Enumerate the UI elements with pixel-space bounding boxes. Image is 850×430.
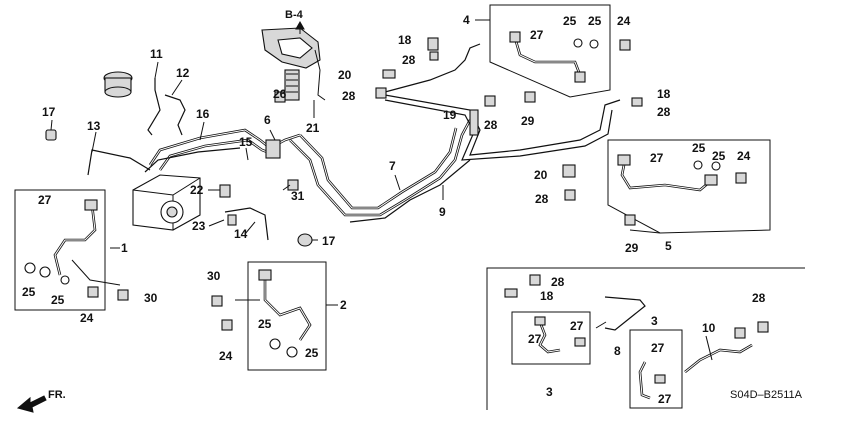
callout-3-upper: 3 <box>651 314 658 328</box>
callout-28-a: 28 <box>402 53 416 67</box>
bracket-b4 <box>261 27 326 101</box>
rear-hose-3b <box>638 361 666 400</box>
assembly-5-box <box>607 139 771 234</box>
callout-21: 21 <box>306 121 320 135</box>
callout-5: 5 <box>665 239 672 253</box>
rear-pipe-8 <box>604 296 646 331</box>
reservoir-cap <box>103 71 133 98</box>
callout-6: 6 <box>264 113 271 127</box>
callout-20-mid: 20 <box>534 168 548 182</box>
assembly-3a-box <box>511 311 591 365</box>
brake-hose-1 <box>24 199 121 286</box>
callout-27-a: 27 <box>530 28 544 42</box>
callout-3-lower: 3 <box>546 385 553 399</box>
callout-10: 10 <box>702 321 716 335</box>
assembly-2-box <box>247 261 327 371</box>
assembly-4-box <box>489 4 611 98</box>
callout-27-c: 27 <box>38 193 52 207</box>
bolts-and-clips <box>45 37 769 339</box>
callout-28-f: 28 <box>551 275 565 289</box>
rear-hose-3a <box>534 316 586 354</box>
direction-label: FR. <box>48 389 66 401</box>
callout-23: 23 <box>192 219 206 233</box>
callout-30-a: 30 <box>207 269 221 283</box>
rear-pipe-10 <box>684 343 753 374</box>
callout-18-top: 18 <box>398 33 412 47</box>
callout-2: 2 <box>340 298 347 312</box>
callout-28-b: 28 <box>342 89 356 103</box>
callout-30-b: 30 <box>144 291 158 305</box>
callout-16: 16 <box>196 107 210 121</box>
callout-25-h: 25 <box>305 346 319 360</box>
pipe-12 <box>164 94 186 136</box>
callout-25-b: 25 <box>588 14 602 28</box>
callout-27-f: 27 <box>651 341 665 355</box>
callout-1: 1 <box>121 241 128 255</box>
callout-25-c: 25 <box>692 141 706 155</box>
brake-hose-4 <box>509 31 599 83</box>
b4-arrow <box>295 20 305 30</box>
pipe-upper-run <box>384 43 481 93</box>
section-ref-label: B-4 <box>285 9 304 21</box>
callout-24-top: 24 <box>617 14 631 28</box>
callout-25-f: 25 <box>51 293 65 307</box>
pipe-16-bundle <box>144 128 301 173</box>
pipe-14 <box>224 207 269 241</box>
callout-27-e: 27 <box>570 319 584 333</box>
brake-hose-5 <box>617 154 721 192</box>
leader-lines <box>50 19 713 361</box>
callout-4: 4 <box>463 13 470 27</box>
abs-modulator <box>132 174 201 231</box>
callout-31: 31 <box>291 189 305 203</box>
callout-24-right: 24 <box>737 149 751 163</box>
callout-25-a: 25 <box>563 14 577 28</box>
callout-27-g: 27 <box>658 392 672 406</box>
callout-24-left: 24 <box>80 311 94 325</box>
pipe-13 <box>87 149 151 176</box>
callout-25-d: 25 <box>712 149 726 163</box>
callout-22: 22 <box>190 183 204 197</box>
callout-14: 14 <box>234 227 248 241</box>
callout-29-b: 29 <box>625 241 639 255</box>
brake-pipe-7 <box>289 119 472 217</box>
callout-24-lower: 24 <box>219 349 233 363</box>
callout-17-left: 17 <box>42 105 56 119</box>
callout-13: 13 <box>87 119 101 133</box>
callout-15: 15 <box>239 135 253 149</box>
callout-18-lower: 18 <box>540 289 554 303</box>
callout-18-right: 18 <box>657 87 671 101</box>
callout-29-a: 29 <box>521 114 535 128</box>
callout-28-g: 28 <box>752 291 766 305</box>
callout-7: 7 <box>389 159 396 173</box>
callout-12: 12 <box>176 66 190 80</box>
callout-28-c: 28 <box>484 118 498 132</box>
assembly-3b-box <box>629 329 683 409</box>
callout-28-e: 28 <box>535 192 549 206</box>
front-direction-arrow <box>16 395 47 413</box>
callout-28-d: 28 <box>657 105 671 119</box>
callout-9: 9 <box>439 205 446 219</box>
callout-8: 8 <box>614 344 621 358</box>
brake-hose-2 <box>235 269 312 358</box>
callout-25-e: 25 <box>22 285 36 299</box>
callout-27-d: 27 <box>528 332 542 346</box>
callout-27-b: 27 <box>650 151 664 165</box>
callout-11: 11 <box>150 47 163 61</box>
pipe-11 <box>147 78 161 136</box>
callout-25-g: 25 <box>258 317 272 331</box>
rear-variant-box <box>486 267 805 410</box>
callout-numbers: 1 2 3 3 4 5 6 7 8 9 10 11 12 13 14 15 16… <box>22 13 766 406</box>
callout-20-top: 20 <box>338 68 352 82</box>
callout-26: 26 <box>273 87 287 101</box>
callout-19: 19 <box>443 108 457 122</box>
diagram-code: S04D–B2511A <box>730 389 803 401</box>
assembly-1-box <box>14 189 106 311</box>
callout-17-right: 17 <box>322 234 336 248</box>
